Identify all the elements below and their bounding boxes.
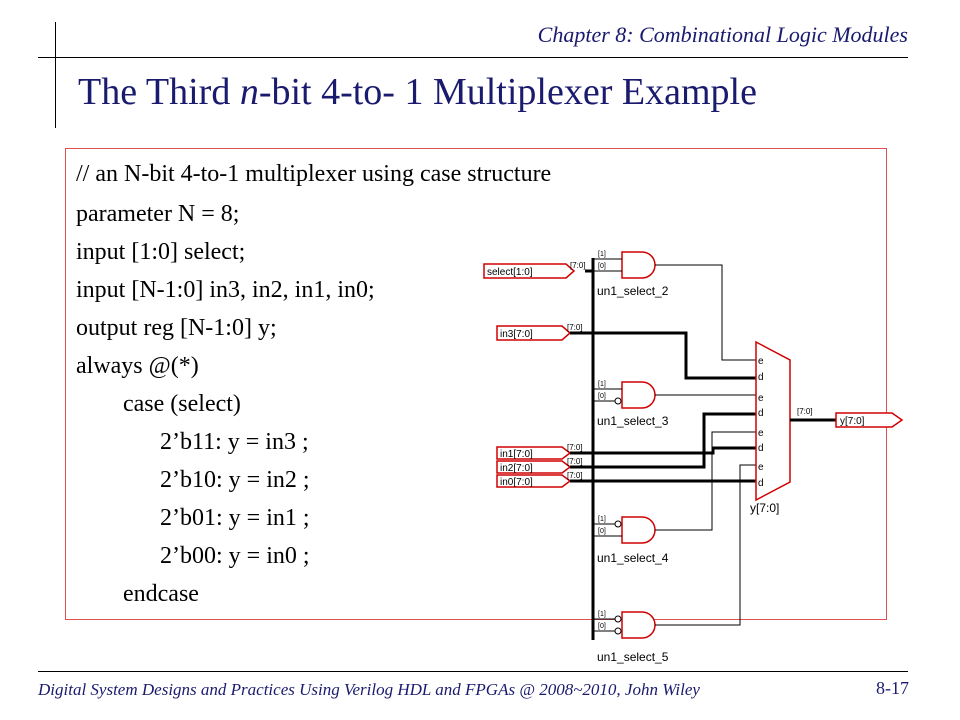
code-line: 2’b01: y = in1 ; [160,505,310,531]
in2-port: in2[7:0] [7:0] [496,412,756,474]
in0-port-label: in0[7:0] [500,477,533,488]
bus-label: [7:0] [567,457,583,466]
select-port: select[1:0] [7:0] [483,261,586,279]
bus-label: [7:0] [797,407,813,416]
code-line: output reg [N-1:0] y; [76,315,277,341]
port-outline [835,412,904,428]
code-line: parameter N = 8; [76,201,240,227]
mux-body [755,340,791,502]
bit-label: [0] [598,623,606,630]
footer-citation: Digital System Designs and Practices Usi… [38,680,700,699]
mux-pin-e: e [758,428,764,439]
and-gate-body [621,611,656,639]
code-line: // an N-bit 4-to-1 multiplexer using cas… [76,161,552,187]
slide-title: The Third n-bit 4-to- 1 Multiplexer Exam… [78,70,757,114]
mux-pin-e: e [758,462,764,473]
in3-port-label: in3[7:0] [500,329,533,340]
inverter-bubble [614,520,622,528]
y-port-label: y[7:0] [840,416,865,427]
bit-label: [1] [598,381,606,388]
chapter-header: Chapter 8: Combinational Logic Modules [537,22,908,47]
title-suffix: -bit 4-to- 1 Multiplexer Example [258,71,757,113]
mux-label: y[7:0] [750,501,779,515]
port-outline [496,325,572,341]
code-line: input [1:0] select; [76,239,246,265]
mux-pin-e: e [758,356,764,367]
mux-pin-e: e [758,393,764,404]
mux-pin-d: d [758,372,764,383]
in1-wire [570,446,756,455]
title-italic-n: n [239,71,259,113]
gate-label: un1_select_4 [597,551,669,565]
and-gate-body [621,516,656,544]
bus-label: [7:0] [567,323,583,332]
port-outline [496,474,572,488]
mux-pin-d: d [758,443,764,454]
header-rule [38,57,908,58]
gate-label: un1_select_2 [597,284,669,298]
inverter-bubble [614,397,622,405]
code-line: 2’b11: y = in3 ; [160,429,309,455]
port-outline [483,263,576,279]
bit-label: [0] [598,393,606,400]
bus-label: [7:0] [567,443,583,452]
select-port-label: select[1:0] [487,267,533,278]
title-prefix: The Third [78,71,240,113]
in3-port: in3[7:0] [7:0] [496,323,756,380]
code-line: 2’b00: y = in0 ; [160,543,310,569]
bit-label: [1] [598,611,606,618]
gate-label: un1_select_3 [597,414,669,428]
title-left-rule [55,22,56,128]
bit-label: [1] [598,251,606,258]
code-line: endcase [123,581,199,607]
and-gate-un1-select-2: [1] [0] un1_select_2 [593,251,756,361]
in1-port-label: in1[7:0] [500,449,533,460]
inverter-bubble [614,615,622,623]
in3-wire [570,331,756,380]
mux-block: e d e d e d e d y[7:0] [750,340,791,515]
mux-pin-d: d [758,408,764,419]
footer-rule [38,671,908,672]
bit-label: [0] [598,528,606,535]
y-output: y[7:0] [7:0] [790,407,904,428]
port-outline [496,460,572,474]
gate-label: un1_select_5 [597,650,669,664]
code-line: case (select) [123,391,241,417]
bit-label: [0] [598,263,606,270]
in0-port: in0[7:0] [7:0] [496,471,756,488]
and-gate-body [621,251,656,279]
and-gate-un1-select-3: [1] [0] un1_select_3 [593,381,756,428]
bus-label: [7:0] [567,471,583,480]
mux-pin-d: d [758,478,764,489]
and-gate-body [621,381,656,409]
code-box [65,148,887,620]
in2-port-label: in2[7:0] [500,463,533,474]
bit-label: [1] [598,516,606,523]
and-gate-un1-select-5: [1] [0] un1_select_5 [593,464,756,664]
code-line: always @(*) [76,353,199,379]
bus-label: [7:0] [570,261,586,270]
in1-port: in1[7:0] [7:0] [496,443,756,460]
port-outline [496,446,572,460]
and-gate-un1-select-4: [1] [0] un1_select_4 [593,431,756,565]
inverter-bubble [614,627,622,635]
code-line: input [N-1:0] in3, in2, in1, in0; [76,277,375,303]
page-number: 8-17 [876,678,909,698]
in2-wire [570,412,756,469]
code-line: 2’b10: y = in2 ; [160,467,310,493]
